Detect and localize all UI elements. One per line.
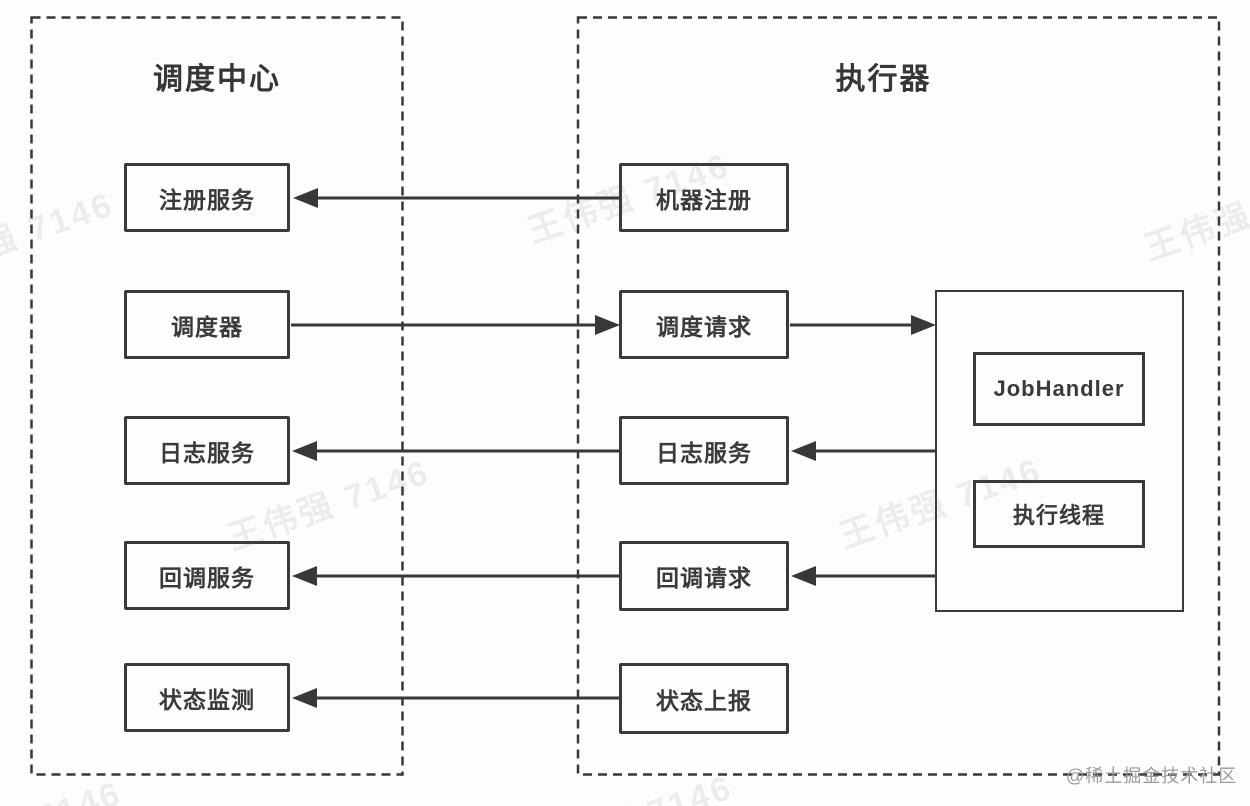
arrow-scheduler-to-dispatch-request: [291, 315, 620, 335]
node-job-handler: JobHandler: [973, 352, 1145, 426]
executor-runtime-box: [935, 290, 1184, 612]
arrow-dispatch-request-to-runtime: [790, 315, 936, 335]
node-scheduler: 调度器: [124, 290, 290, 359]
node-registry-service: 注册服务: [124, 163, 290, 232]
node-callback-service: 回调服务: [124, 541, 290, 610]
node-log-service-right: 日志服务: [619, 416, 789, 485]
node-exec-thread: 执行线程: [973, 480, 1145, 548]
community-credit: @稀土掘金技术社区: [1066, 766, 1238, 786]
arrow-log-right-to-log-left: [292, 441, 619, 461]
node-log-service-left: 日志服务: [124, 416, 290, 485]
arrow-status-report-to-status-monitor: [292, 688, 619, 708]
executor-panel-border: [576, 16, 1221, 776]
node-status-report: 状态上报: [619, 663, 789, 734]
arrow-runtime-to-log-right: [791, 441, 936, 461]
panel-title-dispatch-center: 调度中心: [153, 63, 281, 96]
arrow-machine-registry-to-registry-service: [293, 188, 619, 208]
node-dispatch-request: 调度请求: [619, 290, 789, 359]
arrow-callback-request-to-callback-service: [292, 566, 619, 586]
arrow-runtime-to-callback-request: [791, 566, 936, 586]
dispatch-center-panel-border: [30, 16, 404, 776]
node-status-monitor: 状态监测: [124, 663, 290, 732]
node-machine-registry: 机器注册: [619, 163, 789, 232]
panel-title-executor: 执行器: [835, 63, 932, 96]
node-callback-request: 回调请求: [619, 541, 789, 611]
